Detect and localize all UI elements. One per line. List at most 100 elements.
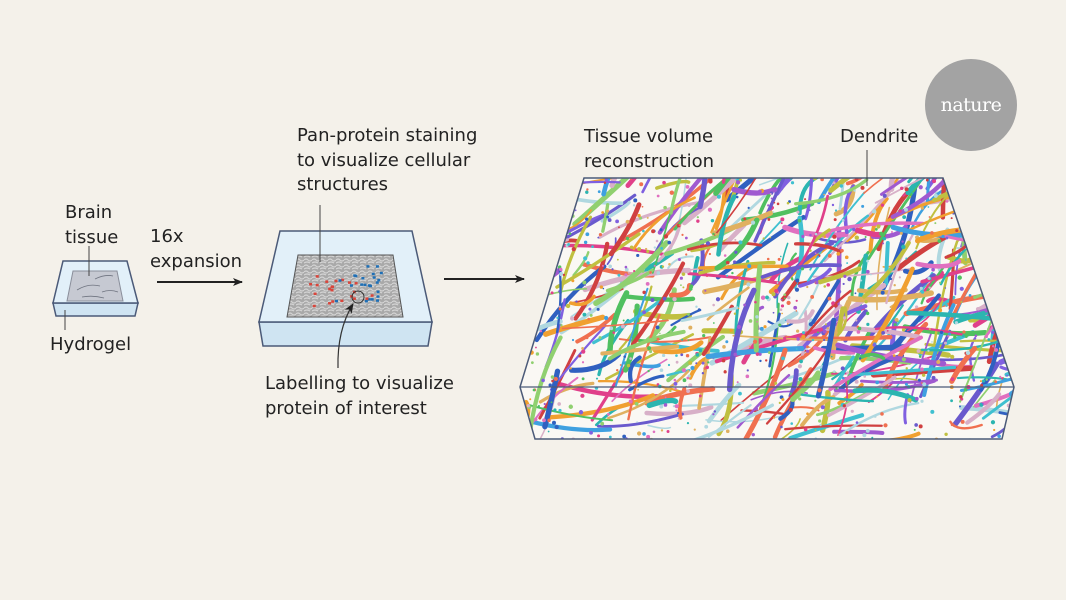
spine-dot	[625, 219, 630, 224]
spine-dot	[681, 272, 686, 276]
spine-dot	[560, 324, 563, 327]
blue-label-dot	[379, 271, 383, 275]
dendrite-segment	[528, 419, 613, 433]
spine-dot	[944, 341, 948, 345]
spine-dot	[642, 310, 646, 315]
brain-tissue-line-1: Brain	[65, 202, 113, 223]
pan-protein-stained-tissue	[286, 254, 404, 318]
spine-dot	[674, 387, 677, 390]
spine-dot	[558, 307, 562, 311]
dendrite-segment	[677, 386, 687, 420]
red-label-dot	[341, 278, 345, 282]
spine-dot	[707, 361, 710, 364]
spine-dot	[632, 204, 636, 207]
spine-dot	[899, 231, 903, 235]
spine-dot	[628, 399, 633, 404]
spine-dot	[973, 320, 976, 323]
spine-dot	[659, 332, 661, 335]
red-label-dot	[331, 300, 335, 303]
nature-logo: nature	[925, 59, 1017, 151]
spine-dot	[598, 336, 602, 340]
dendrite-segment	[697, 178, 709, 210]
spine-dot	[916, 349, 921, 353]
spine-dot	[685, 253, 688, 256]
dendrite-segment	[946, 254, 974, 264]
spine-dot	[898, 209, 902, 213]
dendrite-segment	[989, 178, 1001, 192]
spine-dot	[634, 401, 639, 406]
spine-dot	[578, 410, 584, 415]
spine-dot	[893, 323, 897, 327]
spine-dot	[615, 219, 620, 224]
spine-dot	[558, 290, 561, 293]
spine-dot	[539, 329, 543, 333]
spine-dot	[786, 201, 790, 205]
spine-dot	[931, 341, 933, 343]
dendrite-segment	[538, 381, 595, 404]
spine-dot	[680, 284, 682, 287]
spine-dot	[685, 269, 690, 274]
dendrite-segment	[760, 263, 842, 279]
spine-dot	[687, 313, 690, 316]
spine-dot	[687, 203, 691, 207]
spine-dot	[637, 247, 642, 252]
spine-dot	[554, 424, 559, 430]
spine-dot	[557, 237, 560, 241]
dendrite-segment	[632, 196, 696, 251]
spine-dot	[603, 181, 607, 185]
dendrite-segment	[793, 242, 843, 254]
spine-dot	[659, 404, 664, 409]
spine-dot	[686, 389, 691, 394]
red-label-dot	[325, 280, 329, 283]
spine-dot	[656, 337, 660, 341]
spine-dot	[656, 271, 661, 275]
spine-dot	[920, 206, 924, 210]
spine-dot	[669, 330, 673, 333]
spine-dot	[994, 268, 998, 271]
spine-dot	[721, 358, 726, 363]
spine-dot	[899, 186, 904, 191]
spine-dot	[655, 239, 659, 243]
spine-dot	[758, 352, 762, 356]
spine-dot	[860, 185, 865, 190]
dendrite-segment	[673, 178, 747, 231]
spine-dot	[589, 430, 593, 435]
spine-dot	[639, 216, 643, 220]
spine-dot	[776, 281, 779, 284]
spine-dot	[890, 230, 893, 233]
spine-dot	[854, 379, 859, 384]
spine-dot	[945, 236, 949, 240]
spine-dot	[661, 265, 665, 268]
spine-dot	[716, 194, 721, 199]
spine-dot	[695, 305, 698, 308]
spine-dot	[629, 245, 634, 250]
dendrite-segment	[548, 393, 656, 420]
spine-dot	[629, 357, 632, 360]
spine-dot	[646, 434, 651, 439]
dendrite-segment	[992, 178, 1014, 214]
spine-dot	[980, 383, 984, 387]
spine-dot	[830, 355, 833, 358]
spine-dot	[921, 382, 923, 384]
spine-dot	[901, 328, 906, 332]
spine-dot	[863, 375, 866, 378]
spine-dot	[651, 229, 656, 234]
red-label-dot	[365, 297, 369, 300]
spine-dot	[596, 307, 600, 311]
spine-dot	[709, 339, 711, 342]
spine-dot	[880, 391, 882, 394]
spine-dot	[814, 232, 818, 236]
spine-dot	[800, 267, 805, 271]
spine-dot	[901, 244, 906, 250]
spine-dot	[832, 370, 836, 373]
spine-dot	[886, 330, 889, 332]
spine-dot	[814, 252, 817, 255]
spine-dot	[783, 336, 787, 340]
spine-dot	[531, 202, 535, 206]
dendrite-segment	[986, 202, 1007, 216]
small-hydrogel-block	[52, 246, 139, 330]
dendrite-segment	[874, 178, 943, 204]
spine-dot	[950, 399, 953, 403]
spine-dot	[965, 350, 971, 356]
